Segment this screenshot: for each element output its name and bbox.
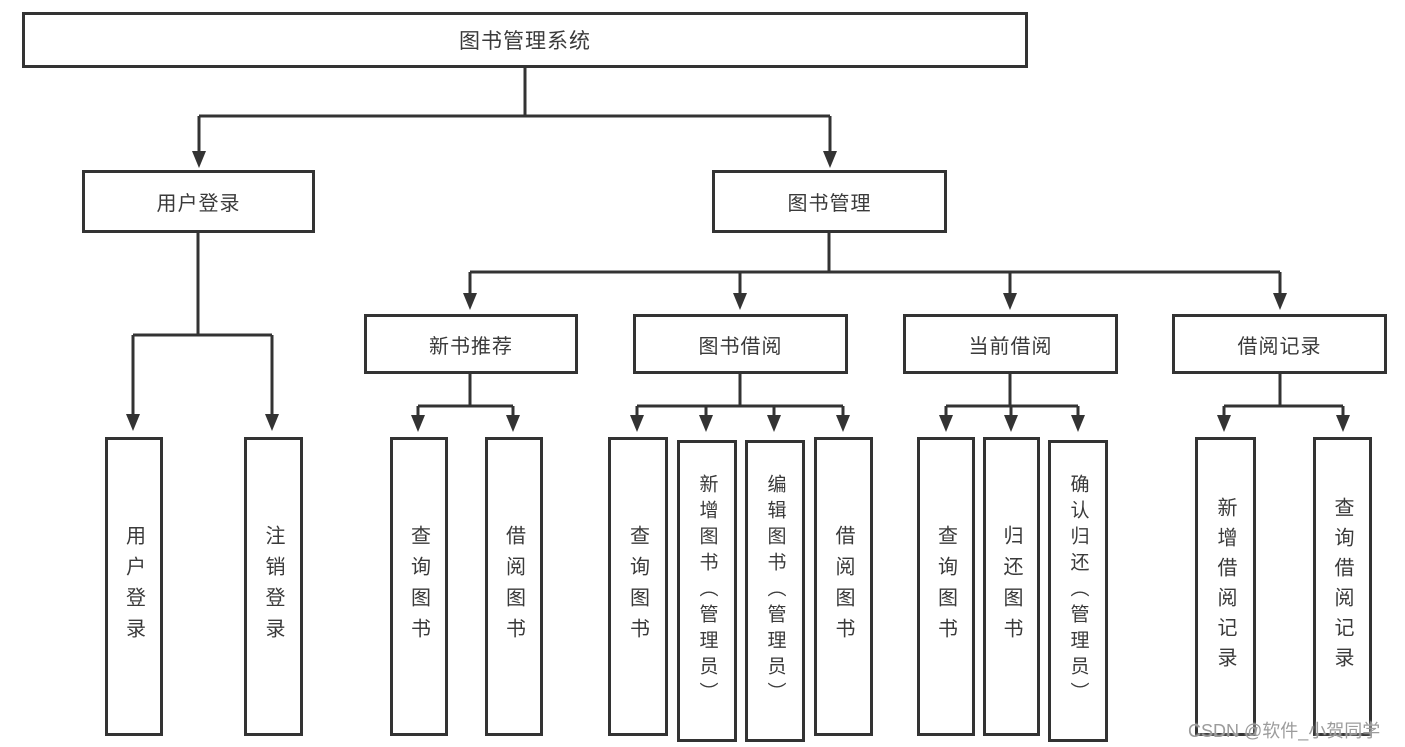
leaf-user-login: 用户登录 bbox=[105, 437, 163, 736]
arrowhead bbox=[506, 415, 520, 432]
node-user-login: 用户登录 bbox=[82, 170, 315, 233]
leaf-edit-books-admin: 编辑图书（管理员） bbox=[745, 440, 805, 742]
node-book-management: 图书管理 bbox=[712, 170, 947, 233]
arrowhead bbox=[1273, 293, 1287, 310]
leaf-borrow-query-books: 查询图书 bbox=[608, 437, 668, 736]
connector-book-management bbox=[468, 233, 1282, 294]
arrowhead bbox=[823, 151, 837, 168]
connector-new-book-recommend bbox=[416, 374, 515, 416]
leaf-recommend-query-books: 查询图书 bbox=[390, 437, 448, 736]
node-current-borrow: 当前借阅 bbox=[903, 314, 1118, 374]
connector-user-login bbox=[131, 233, 274, 415]
arrowhead bbox=[836, 415, 850, 432]
leaf-add-borrow-record: 新增借阅记录 bbox=[1195, 437, 1256, 736]
arrowhead bbox=[192, 151, 206, 168]
arrowhead bbox=[630, 415, 644, 432]
leaf-recommend-borrow-books: 借阅图书 bbox=[485, 437, 543, 736]
leaf-logout: 注销登录 bbox=[244, 437, 303, 736]
arrowhead bbox=[1071, 415, 1085, 432]
leaf-add-books-admin: 新增图书（管理员） bbox=[677, 440, 737, 742]
arrowhead bbox=[699, 415, 713, 432]
arrowhead bbox=[733, 293, 747, 310]
arrowhead bbox=[1004, 415, 1018, 432]
arrowhead bbox=[1003, 293, 1017, 310]
leaf-current-query-books: 查询图书 bbox=[917, 437, 975, 736]
node-borrow-records: 借阅记录 bbox=[1172, 314, 1387, 374]
connector-root bbox=[197, 68, 832, 152]
arrowhead bbox=[265, 414, 279, 431]
node-root: 图书管理系统 bbox=[22, 12, 1028, 68]
node-new-book-recommend: 新书推荐 bbox=[364, 314, 578, 374]
connector-borrow-records bbox=[1222, 374, 1345, 416]
leaf-query-borrow-record: 查询借阅记录 bbox=[1313, 437, 1372, 736]
connector-book-borrow bbox=[635, 374, 845, 416]
arrowhead bbox=[463, 293, 477, 310]
leaf-confirm-return-admin: 确认归还（管理员） bbox=[1048, 440, 1108, 742]
leaf-return-books: 归还图书 bbox=[983, 437, 1040, 736]
connector-current-borrow bbox=[944, 374, 1080, 416]
arrowhead bbox=[411, 415, 425, 432]
arrowhead bbox=[126, 414, 140, 431]
arrowhead bbox=[1336, 415, 1350, 432]
csdn-watermark: CSDN @软件_小贺同学 bbox=[1188, 721, 1381, 741]
arrowhead bbox=[939, 415, 953, 432]
arrowhead bbox=[1217, 415, 1231, 432]
leaf-borrow-books: 借阅图书 bbox=[814, 437, 873, 736]
node-book-borrow: 图书借阅 bbox=[633, 314, 848, 374]
arrowhead bbox=[767, 415, 781, 432]
